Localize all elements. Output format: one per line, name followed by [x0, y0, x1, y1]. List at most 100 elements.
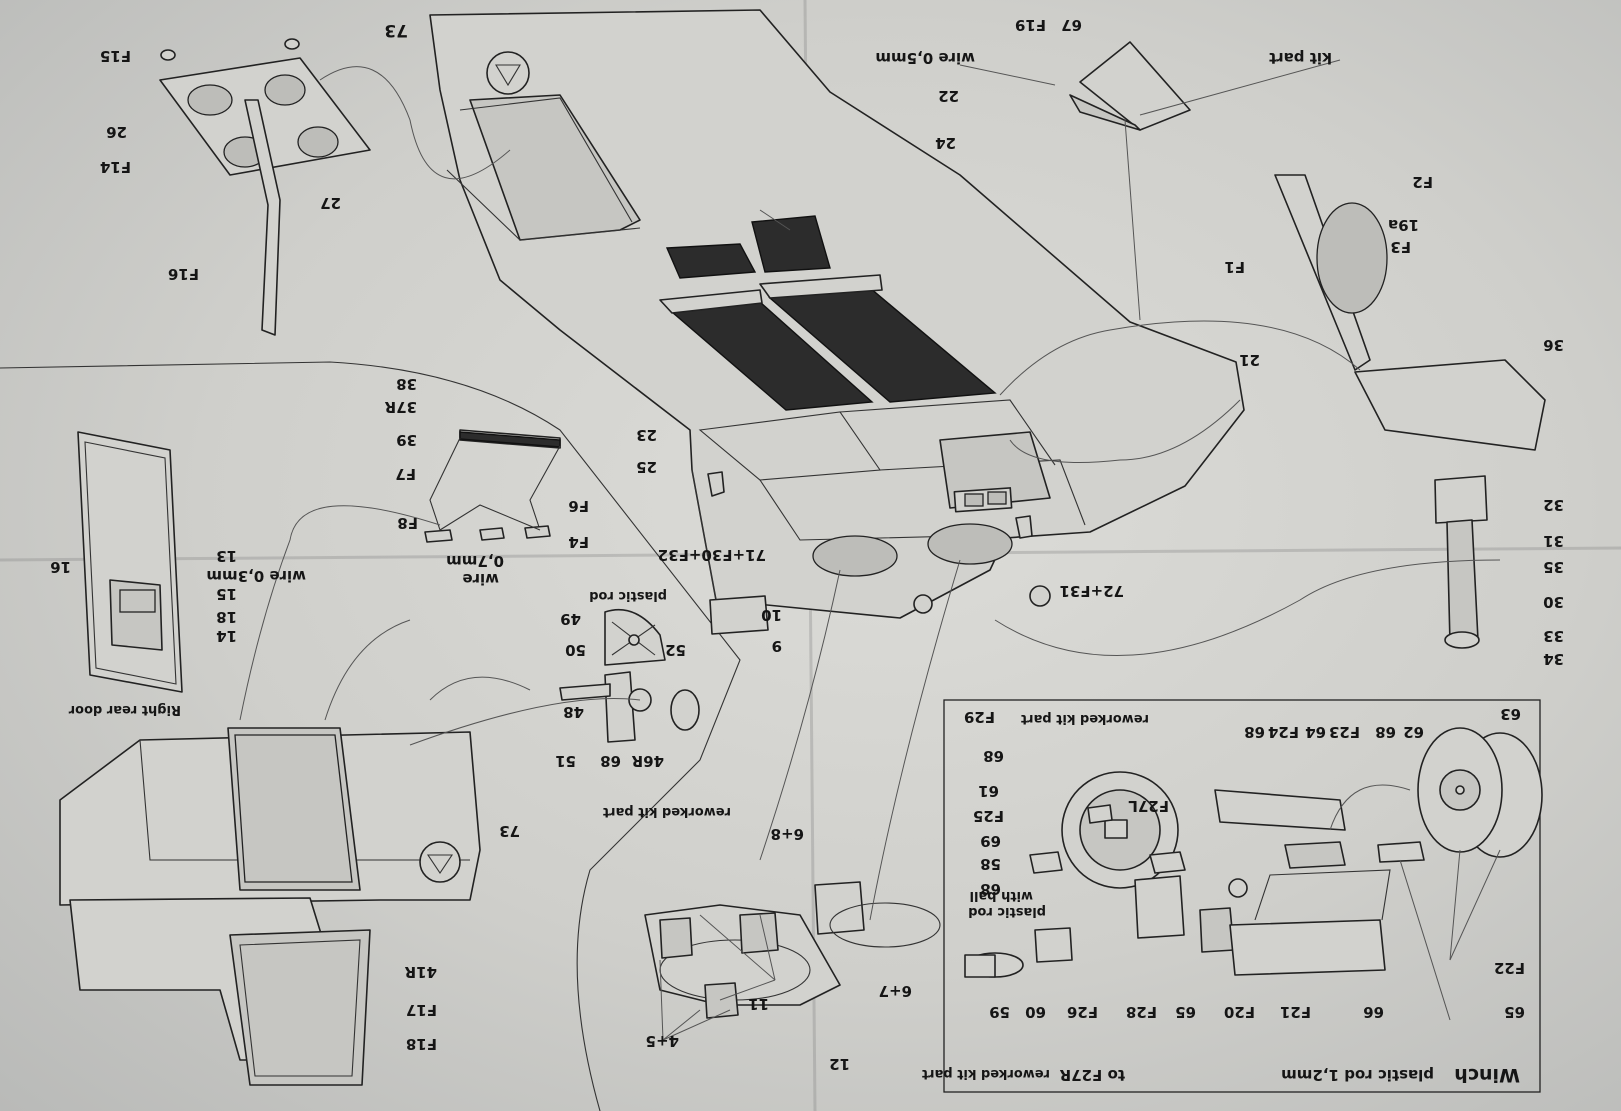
part-label-16: 16 — [50, 558, 71, 576]
part-label-f21: F21 — [1279, 1003, 1311, 1021]
note-reworked-kit-part: reworked kit part — [602, 804, 731, 819]
winch-note-to-f27r: to F27R — [1059, 1066, 1125, 1084]
winch-assembly — [964, 727, 1543, 978]
part-label-34: 34 — [1543, 650, 1564, 668]
note-right-rear-door: Right rear door — [68, 702, 181, 717]
part-label-f6: F6 — [568, 497, 589, 515]
part-label-f27l: F27L — [1128, 797, 1169, 815]
part-label-f2: F2 — [1412, 173, 1433, 191]
part-label-21: 21 — [1239, 351, 1260, 369]
part-label-f18: F18 — [405, 1035, 437, 1053]
part-label-49: 49 — [560, 610, 581, 628]
part-label-67: 67 — [1061, 16, 1082, 34]
part-label-f15: F15 — [99, 47, 131, 65]
part-label-39: 39 — [396, 431, 417, 449]
part-label-f4: F4 — [568, 533, 589, 551]
part-label-f29: F29 — [963, 708, 995, 726]
hinge-assembly — [559, 595, 769, 743]
note-wire-07-2: 0,7mm — [446, 552, 504, 570]
part-label-62: 62 — [1403, 723, 1424, 741]
part-label-f22: F22 — [1493, 959, 1525, 977]
part-label-60: 60 — [1025, 1003, 1046, 1021]
part-label-15: 15 — [216, 585, 237, 603]
part-label-68c: 68 — [983, 747, 1004, 765]
part-label-f7: F7 — [395, 465, 416, 483]
part-label-35: 35 — [1543, 558, 1564, 576]
part-label-64: 64 — [1305, 723, 1326, 741]
part-label-61: 61 — [978, 782, 999, 800]
winch-note-reworked-top: reworked kit part — [1020, 711, 1149, 726]
part-label-73-top: 73 — [384, 20, 408, 40]
right-top-parts — [1069, 41, 1546, 649]
part-label-51: 51 — [555, 752, 576, 770]
part-label-68b: 68 — [1244, 723, 1265, 741]
part-label-f24: F24 — [1267, 723, 1299, 741]
part-label-19a: 19a — [1388, 216, 1419, 234]
roof-rack-assembly — [424, 429, 561, 543]
part-label-50: 50 — [565, 641, 586, 659]
part-label-13: 13 — [216, 547, 237, 565]
part-label-f14: F14 — [99, 158, 131, 176]
winch-note-rod-ball-1: plastic rod — [968, 904, 1046, 919]
part-label-58: 58 — [980, 855, 1001, 873]
part-label-41r: 41R — [404, 963, 437, 981]
part-label-11: 11 — [748, 995, 769, 1013]
winch-note-plastic-rod: plastic rod 1,2mm — [1281, 1066, 1434, 1084]
winch-note-rod-ball-2: with ball — [969, 888, 1033, 903]
part-label-33: 33 — [1543, 627, 1564, 645]
part-label-72-f31: 72+F31 — [1059, 582, 1124, 600]
part-label-f1: F1 — [1224, 258, 1245, 276]
part-label-6-7: 6+7 — [878, 982, 912, 1000]
rear-door-assembly — [77, 431, 183, 693]
part-label-f23: F23 — [1328, 723, 1360, 741]
part-label-59: 59 — [989, 1003, 1010, 1021]
part-label-26: 26 — [106, 123, 127, 141]
hull-assembly — [429, 9, 1245, 619]
part-label-52: 52 — [665, 641, 686, 659]
part-label-37r: 37R — [384, 398, 417, 416]
part-label-66: 66 — [1363, 1003, 1384, 1021]
note-wire-03: wire 0,3mm — [206, 567, 306, 585]
part-label-36: 36 — [1543, 336, 1564, 354]
leader-lines — [239, 59, 1501, 1041]
winch-note-reworked-bottom: reworked kit part — [921, 1066, 1050, 1081]
part-label-68-hinge: 68 — [600, 752, 621, 770]
part-label-f25: F25 — [972, 807, 1004, 825]
part-label-f8: F8 — [397, 514, 418, 532]
winch-panel-frame — [943, 699, 1541, 1093]
part-label-31: 31 — [1543, 532, 1564, 550]
note-plastic-rod: plastic rod — [589, 588, 667, 603]
part-label-6-8: 6+8 — [770, 825, 804, 843]
part-label-23: 23 — [636, 426, 657, 444]
lower-hull-box — [59, 727, 481, 1086]
part-label-9: 9 — [771, 637, 782, 655]
winch-title: Winch — [1454, 1064, 1520, 1086]
part-label-f17: F17 — [405, 1001, 437, 1019]
part-label-25: 25 — [636, 458, 657, 476]
part-label-68d: 68 — [980, 880, 1001, 898]
part-label-27: 27 — [320, 194, 341, 212]
part-label-14: 14 — [216, 627, 237, 645]
part-label-22: 22 — [938, 87, 959, 105]
part-label-f16: F16 — [167, 265, 199, 283]
flap-plate-assembly — [159, 38, 371, 336]
note-wire-05: wire 0,5mm — [875, 49, 975, 67]
note-wire-07-1: wire — [462, 570, 499, 588]
turret-ring-assembly — [644, 881, 941, 1019]
part-label-18: 18 — [216, 608, 237, 626]
note-kit-part: kit part — [1269, 49, 1332, 67]
part-label-38: 38 — [396, 375, 417, 393]
part-label-73-lower: 73 — [499, 822, 520, 840]
part-label-4-5: 4+5 — [645, 1032, 679, 1050]
part-label-46r: 46R — [631, 752, 664, 770]
part-label-65b: 65 — [1175, 1003, 1196, 1021]
part-label-f20: F20 — [1223, 1003, 1255, 1021]
part-label-32: 32 — [1543, 496, 1564, 514]
part-label-65: 65 — [1504, 1003, 1525, 1021]
part-label-30: 30 — [1543, 593, 1564, 611]
part-label-69: 69 — [980, 832, 1001, 850]
part-label-48: 48 — [563, 703, 584, 721]
